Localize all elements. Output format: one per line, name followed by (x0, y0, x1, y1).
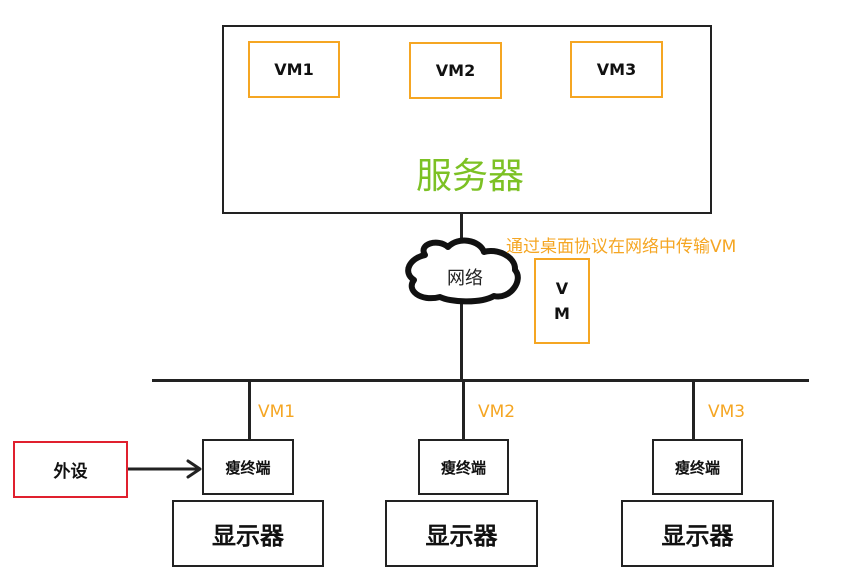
client-3-display: 显示器 (621, 500, 774, 567)
client-2-thin-terminal: 瘦终端 (418, 439, 509, 495)
client-3-display-label: 显示器 (661, 522, 734, 550)
client-3-vm-label: VM3 (708, 402, 745, 422)
client-2-thin-terminal-label: 瘦终端 (440, 458, 486, 477)
client-1-vm-label: VM1 (258, 402, 295, 422)
network-annotation: 通过桌面协议在网络中传输VM (506, 232, 826, 258)
client-2-display: 显示器 (385, 500, 538, 567)
client-3-thin-terminal: 瘦终端 (652, 439, 743, 495)
server-vm-1-label: VM1 (274, 60, 314, 79)
client-3-vm-text: VM3 (708, 402, 746, 422)
client-1-display: 显示器 (172, 500, 324, 567)
server-title-text: 服务器 (415, 155, 524, 197)
vm-packet-letter-v: V (555, 279, 569, 298)
peripheral-box: 外设 (13, 441, 128, 498)
client-1-drop-line (248, 380, 251, 439)
server-vm-2-label: VM2 (435, 61, 476, 80)
client-1-thin-terminal: 瘦终端 (202, 439, 294, 495)
client-2-drop-line (462, 380, 465, 439)
client-1-display-label: 显示器 (212, 522, 284, 550)
server-vm-3-label: VM3 (596, 60, 637, 79)
server-vm-3: VM3 (570, 41, 663, 98)
client-3-thin-terminal-label: 瘦终端 (674, 458, 720, 477)
vm-packet: V M (534, 258, 590, 344)
client-1-thin-terminal-label: 瘦终端 (225, 458, 271, 477)
server-vm-2: VM2 (409, 42, 502, 99)
client-3-drop-line (692, 380, 695, 439)
server-vm-1: VM1 (248, 41, 340, 98)
client-2-vm-text: VM2 (478, 402, 516, 422)
server-title: 服务器 (370, 145, 570, 200)
network-annotation-text: 通过桌面协议在网络中传输VM (506, 237, 737, 257)
peripheral-label: 外设 (53, 462, 88, 482)
client-2-vm-label: VM2 (478, 402, 515, 422)
client-1-vm-text: VM1 (258, 402, 296, 422)
client-2-display-label: 显示器 (425, 522, 498, 550)
network-bus-line (152, 379, 809, 382)
network-label: 网络 (420, 262, 510, 292)
vm-packet-letter-m: M (554, 304, 570, 323)
network-label-text: 网络 (447, 268, 483, 289)
